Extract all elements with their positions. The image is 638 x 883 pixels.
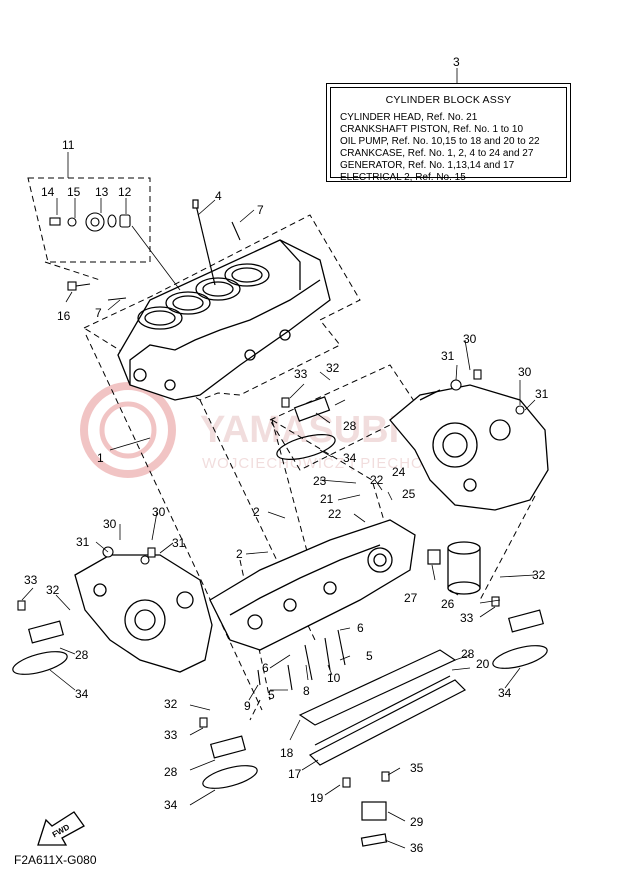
callout-27: 27 — [404, 591, 418, 605]
callout-25: 25 — [402, 487, 416, 501]
generator-cover-left — [74, 554, 213, 673]
callout-7b: 7 — [95, 306, 102, 320]
callout-22b: 22 — [328, 507, 342, 521]
callout-28b: 28 — [75, 648, 89, 662]
callout-4: 4 — [215, 189, 222, 203]
callout-8: 8 — [303, 684, 310, 698]
leader-lines — [21, 68, 536, 849]
callout-24: 24 — [392, 465, 406, 479]
callout-31a: 31 — [441, 349, 455, 363]
callout-22a: 22 — [370, 473, 384, 487]
callout-19: 19 — [310, 791, 324, 805]
callout-1: 1 — [97, 451, 104, 465]
callout-15: 15 — [67, 185, 81, 199]
callout-34c: 34 — [498, 686, 512, 700]
callout-11: 11 — [62, 138, 75, 152]
callout-12: 12 — [118, 185, 132, 199]
callout-14: 14 — [41, 185, 55, 199]
callout-2b: 2 — [236, 547, 243, 561]
callout-6b: 6 — [262, 661, 269, 675]
callout-5b: 5 — [268, 688, 275, 702]
callout-30a: 30 — [463, 332, 477, 346]
callout-30c: 30 — [103, 517, 117, 531]
oil-pan — [298, 649, 467, 766]
info-line-crankcase: CRANKCASE, Ref. No. 1, 2, 4 to 24 and 27 — [340, 148, 534, 159]
callout-26: 26 — [441, 597, 455, 611]
info-line-crankshaft: CRANKSHAFT PISTON, Ref. No. 1 to 10 — [340, 124, 524, 135]
callout-7a: 7 — [257, 203, 264, 217]
callout-20: 20 — [476, 657, 490, 671]
fwd-arrow-icon: FWD — [37, 811, 85, 846]
callout-16: 16 — [57, 309, 71, 323]
callout-28d: 28 — [164, 765, 178, 779]
callout-13: 13 — [95, 185, 109, 199]
callout-2a: 2 — [253, 505, 260, 519]
callout-33a: 33 — [294, 367, 308, 381]
generator-cover-right — [389, 384, 549, 511]
callout-33c: 33 — [460, 611, 474, 625]
callout-31b: 31 — [535, 387, 549, 401]
callout-31d: 31 — [172, 536, 186, 550]
callout-34a: 34 — [343, 451, 357, 465]
assembly-info-box: CYLINDER BLOCK ASSY CYLINDER HEAD, Ref. … — [326, 83, 571, 183]
info-line-oil-pump: OIL PUMP, Ref. No. 10,15 to 18 and 20 to… — [340, 136, 540, 147]
stud-bolt — [192, 199, 216, 286]
callout-32d: 32 — [164, 697, 178, 711]
callout-21: 21 — [320, 492, 334, 506]
callout-30d: 30 — [152, 505, 166, 519]
callout-33d: 33 — [164, 728, 178, 742]
crankcase — [209, 519, 416, 651]
callout-32a: 32 — [326, 361, 340, 375]
diagram-code: F2A611X-G080 — [14, 853, 97, 867]
callout-9: 9 — [244, 699, 251, 713]
watermark-logo-icon — [80, 382, 176, 478]
oil-filter-fitting — [427, 549, 441, 565]
cylinder-block — [117, 239, 331, 401]
callout-numbers: 3 11 14 15 13 12 4 7 7 16 1 30 31 32 33 … — [24, 55, 549, 855]
callout-28c: 28 — [461, 647, 475, 661]
callout-10: 10 — [327, 671, 341, 685]
callout-3: 3 — [453, 55, 460, 69]
info-box-title: CYLINDER BLOCK ASSY — [385, 94, 512, 106]
callout-33b: 33 — [24, 573, 38, 587]
oil-filter — [447, 541, 481, 595]
callout-30b: 30 — [518, 365, 532, 379]
callout-5a: 5 — [366, 649, 373, 663]
sensor-units — [12, 396, 548, 847]
callout-18: 18 — [280, 746, 294, 760]
info-line-generator: GENERATOR, Ref. No. 1,13,14 and 17 — [340, 160, 515, 171]
callout-32c: 32 — [46, 583, 60, 597]
callout-36: 36 — [410, 841, 424, 855]
callout-28a: 28 — [343, 419, 357, 433]
callout-31c: 31 — [76, 535, 90, 549]
callout-17: 17 — [288, 767, 302, 781]
callout-6a: 6 — [357, 621, 364, 635]
callout-29: 29 — [410, 815, 424, 829]
callout-35: 35 — [410, 761, 424, 775]
callout-34b: 34 — [75, 687, 89, 701]
parts-group-11 — [49, 212, 241, 301]
callout-32b: 32 — [532, 568, 546, 582]
callout-34d: 34 — [164, 798, 178, 812]
callout-23: 23 — [313, 474, 327, 488]
info-line-cylinder-head: CYLINDER HEAD, Ref. No. 21 — [340, 112, 478, 123]
info-line-electrical: ELECTRICAL 2, Ref. No. 15 — [340, 172, 466, 183]
